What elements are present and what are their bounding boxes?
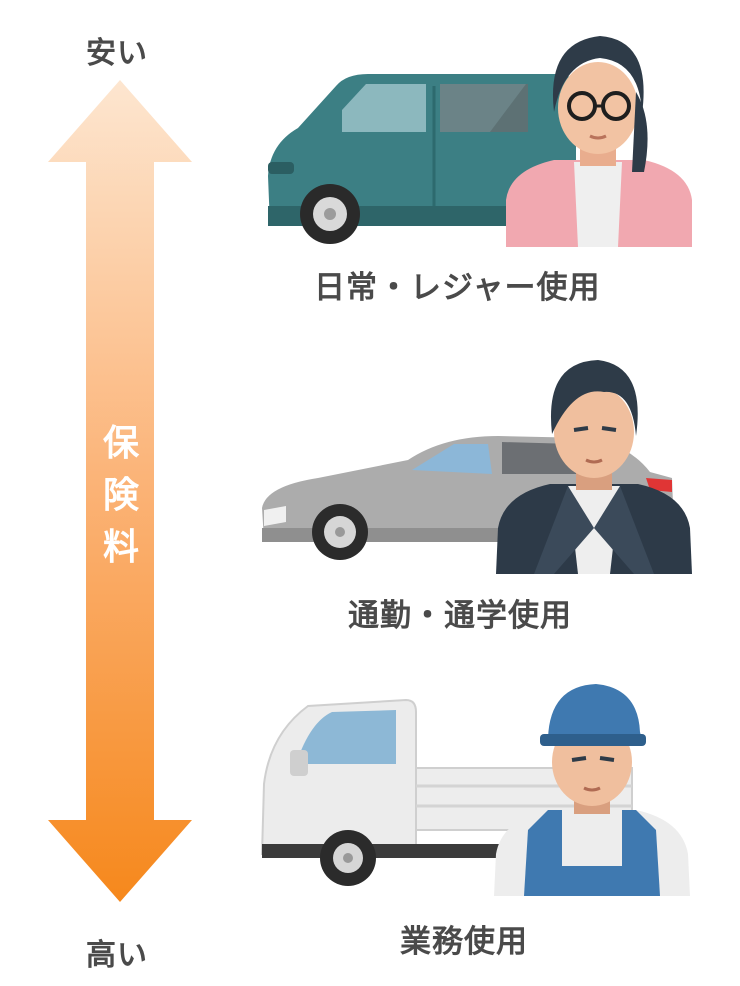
scale-top-label: 安い — [86, 36, 148, 71]
premium-scale-arrow — [48, 80, 192, 902]
axis-title-char: 料 — [102, 527, 139, 568]
usage-label-business: 業務使用 — [400, 924, 528, 960]
axis-title: 保 険 料 — [96, 418, 146, 574]
usage-label-leisure: 日常・レジャー使用 — [314, 270, 601, 306]
man-suit-icon — [496, 360, 692, 574]
scale-bottom-label: 高い — [86, 938, 148, 973]
axis-title-char: 険 — [102, 475, 139, 516]
woman-glasses-icon — [506, 36, 692, 247]
axis-title-char: 保 — [102, 423, 139, 464]
light-truck-icon — [260, 698, 633, 886]
usage-label-commute: 通勤・通学使用 — [348, 598, 572, 634]
worker-cap-icon — [494, 684, 690, 896]
minivan-icon — [268, 74, 576, 244]
